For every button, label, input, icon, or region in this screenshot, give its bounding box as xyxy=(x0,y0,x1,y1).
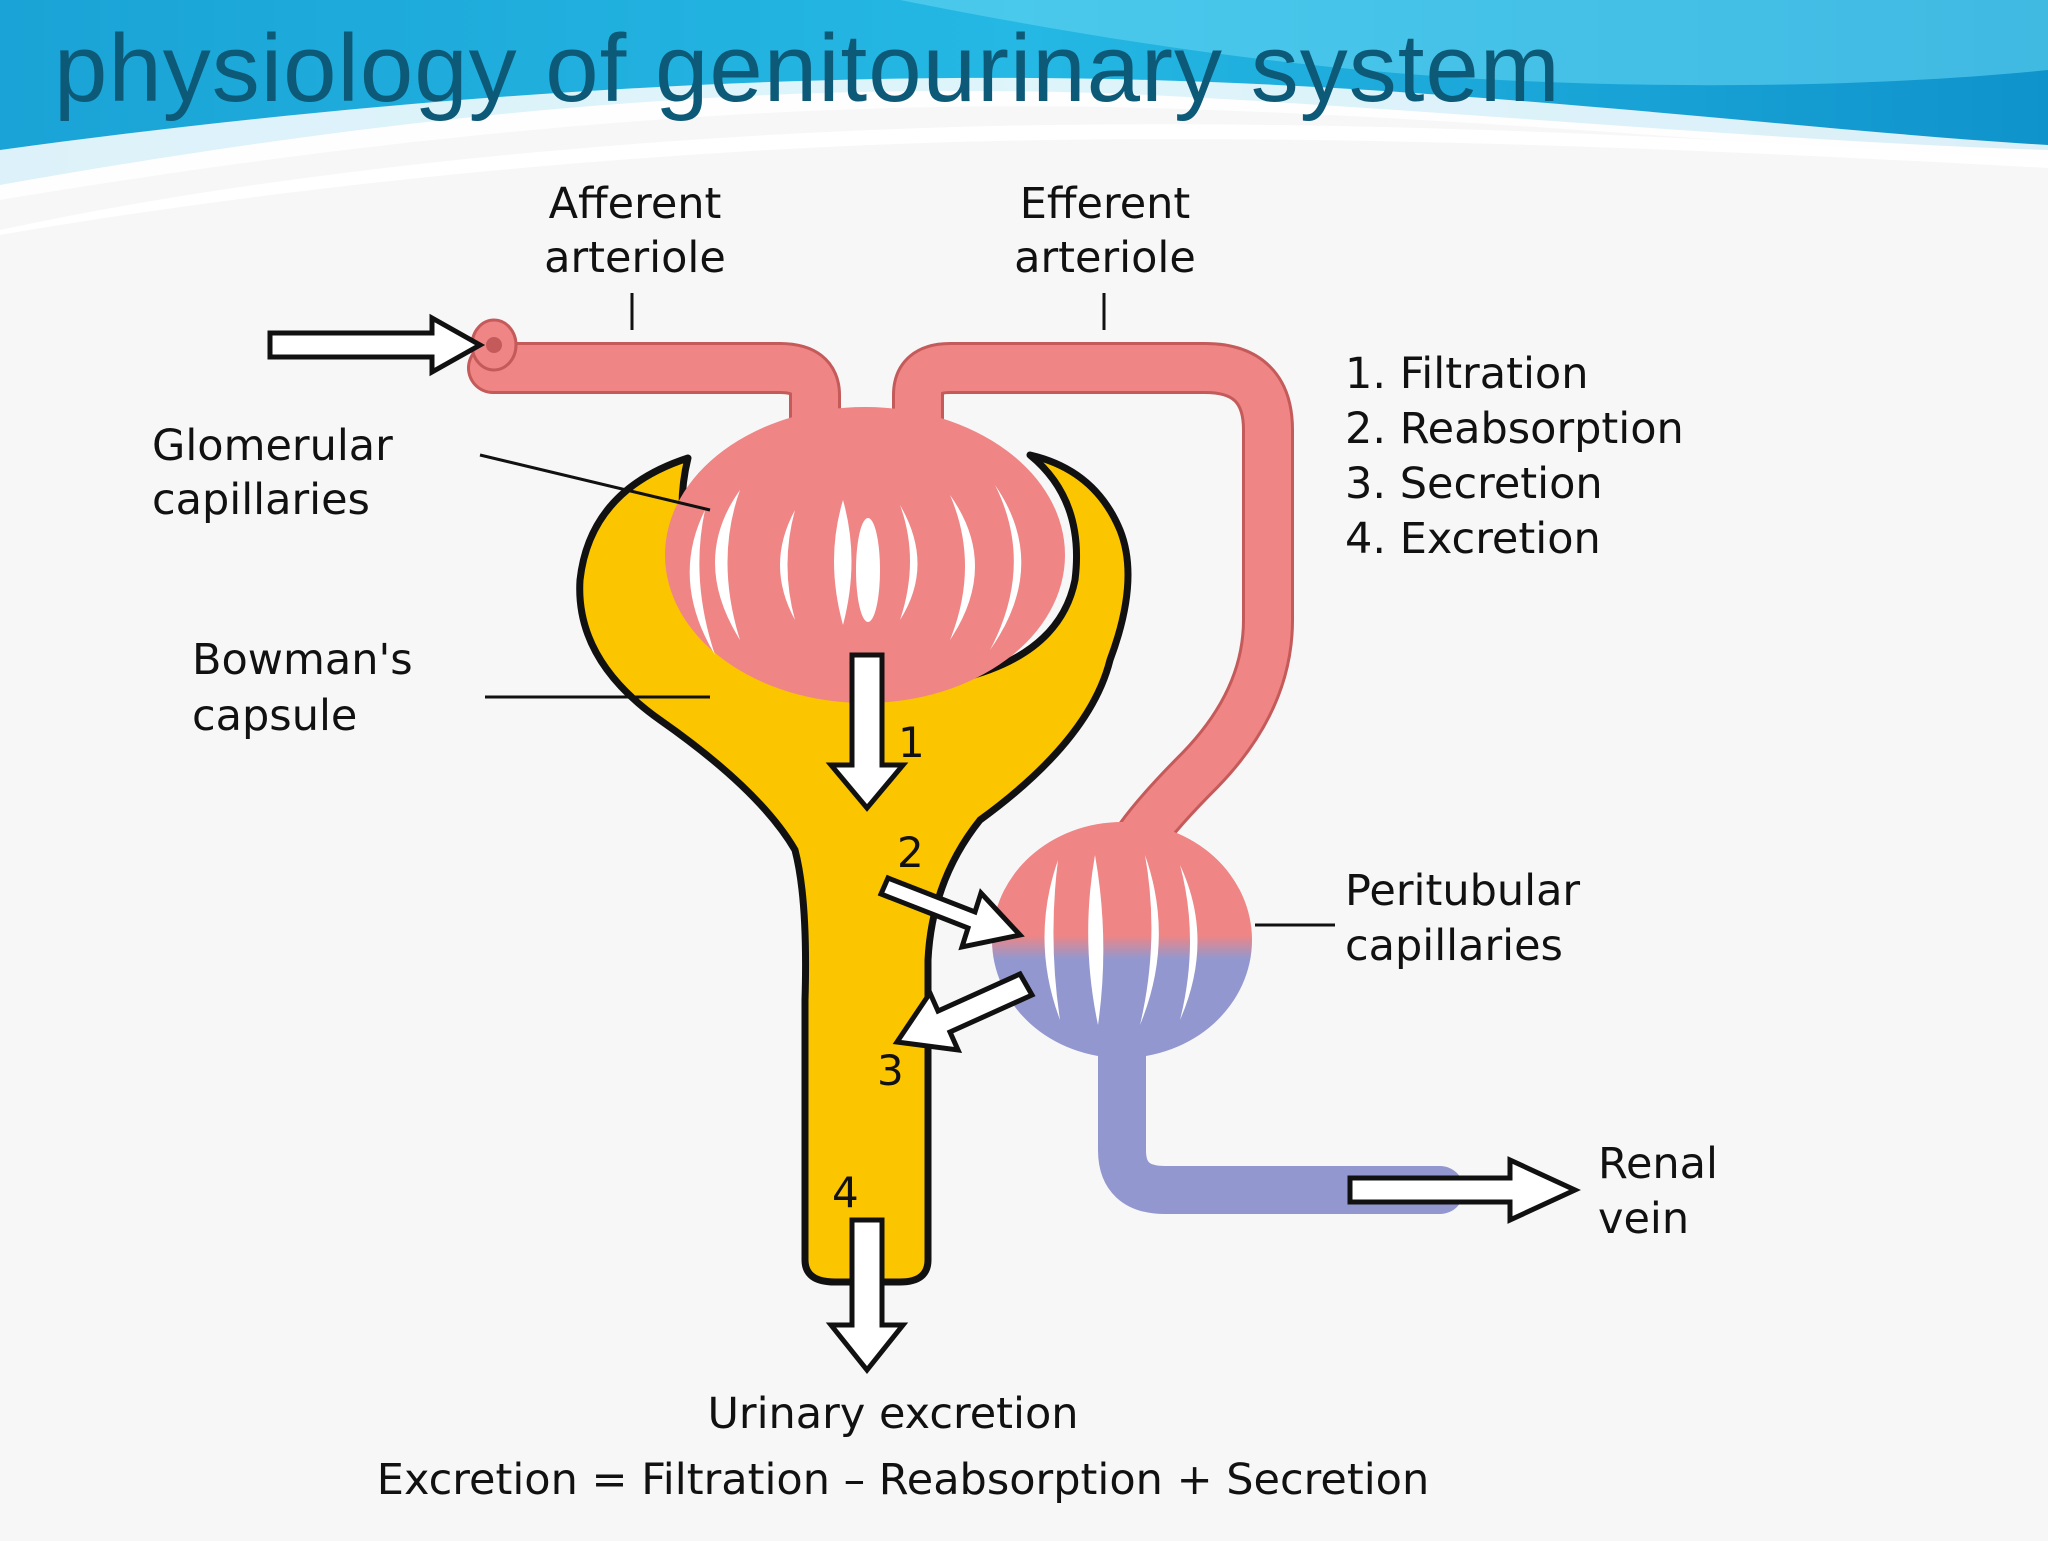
inflow-arrow xyxy=(267,313,486,377)
filtration-arrow xyxy=(825,652,909,812)
urinary-excretion-label: Urinary excretion xyxy=(707,1389,1078,1439)
peritubular-label-2: capillaries xyxy=(1345,921,1563,971)
excretion-arrow xyxy=(825,1217,909,1375)
secretion-arrow xyxy=(892,970,1036,1054)
renal-vein-label-2: vein xyxy=(1598,1194,1689,1244)
renal-vein-label-1: Renal xyxy=(1598,1139,1718,1189)
slide-title: physiology of genitourinary system xyxy=(54,15,1561,122)
renal-vein-arrow xyxy=(1347,1156,1581,1224)
afferent-label-1: Afferent xyxy=(549,179,722,229)
glomerular-label-1: Glomerular xyxy=(152,421,393,471)
step-number-1: 1 xyxy=(898,718,925,767)
process-3: 3. Secretion xyxy=(1345,459,1603,509)
glomerular-leader xyxy=(479,453,711,512)
efferent-label-2: arteriole xyxy=(1014,233,1196,283)
afferent-label-2: arteriole xyxy=(544,233,726,283)
reabsorption-arrow xyxy=(877,874,1025,951)
header-wave xyxy=(0,0,2048,235)
glomerulus xyxy=(665,407,1065,703)
step-number-4: 4 xyxy=(832,1168,859,1217)
process-4: 4. Excretion xyxy=(1345,514,1601,564)
arteriole-tube xyxy=(467,318,1294,883)
glomerular-label-2: capillaries xyxy=(152,475,370,525)
bowman-label-1: Bowman's xyxy=(192,635,413,685)
process-2: 2. Reabsorption xyxy=(1345,404,1684,454)
peritubular-label-1: Peritubular xyxy=(1345,866,1580,916)
process-1: 1. Filtration xyxy=(1345,349,1588,399)
efferent-label-1: Efferent xyxy=(1020,179,1191,229)
step-number-2: 2 xyxy=(897,828,924,877)
excretion-equation: Excretion = Filtration – Reabsorption + … xyxy=(377,1455,1429,1505)
glomerular-loops xyxy=(689,485,1022,655)
step-number-3: 3 xyxy=(877,1046,904,1095)
bowman-label-2: capsule xyxy=(192,691,357,741)
peritubular-capillaries xyxy=(992,822,1464,1214)
